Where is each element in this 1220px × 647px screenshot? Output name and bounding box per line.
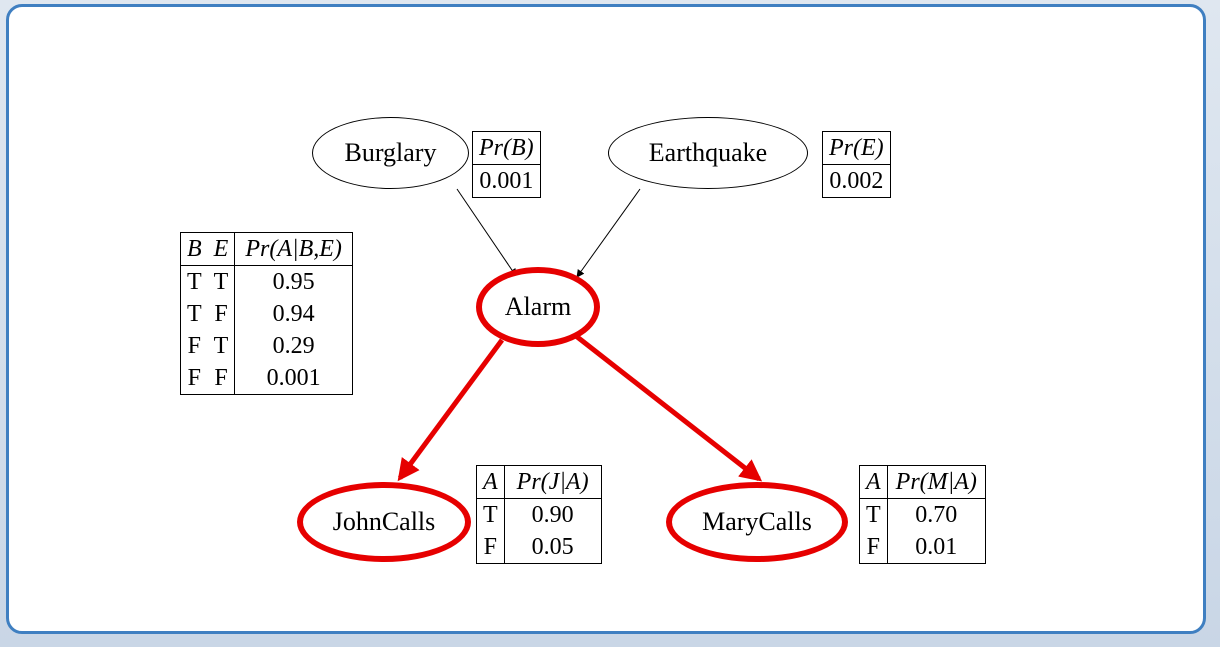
cpt-a-cell: F [187,365,202,391]
cpt-a-cell: F [187,333,202,359]
node-alarm: Alarm [476,267,600,347]
cpt-a-header-prob: Pr(A|B,E) [234,232,353,266]
cpt-alarm: B E Pr(A|B,E) T T 0.95 T F 0.94 F T 0.29… [180,232,353,395]
cpt-j-cell: 0.05 [531,534,574,560]
cpt-m-cell: T [859,498,888,531]
cpt-m-cell: 0.01 [915,534,958,560]
cpt-b-value: 0.001 [479,168,534,194]
cpt-e-header: Pr(E) [822,131,891,165]
cpt-a-header-e: E [207,232,236,266]
cpt-m-header-a: A [859,465,888,499]
cpt-m-cell: 0.70 [915,502,958,528]
cpt-burglary: Pr(B) 0.001 [472,131,541,198]
cpt-e-value: 0.002 [829,168,884,194]
cpt-m-header-prob: Pr(M|A) [887,465,986,499]
cpt-j-header-prob: Pr(J|A) [504,465,602,499]
node-marycalls: MaryCalls [666,482,848,562]
cpt-b-header: Pr(B) [472,131,541,165]
cpt-a-cell: F [207,298,236,330]
edge-alarm-johncalls [397,338,505,482]
node-burglary: Burglary [312,117,469,189]
cpt-a-cell: T [187,269,202,295]
edge-burglary-alarm [456,188,517,277]
cpt-a-cell: 0.29 [272,333,315,359]
cpt-a-cell: 0.001 [266,365,321,391]
cpt-a-header-b: B [180,232,208,266]
edge-alarm-marycalls [574,334,763,482]
cpt-johncalls: A Pr(J|A) T 0.90 F 0.05 [476,465,602,564]
cpt-j-cell: 0.90 [531,502,574,528]
cpt-a-cell: 0.94 [272,301,315,327]
cpt-m-cell: F [859,531,888,564]
node-earthquake: Earthquake [608,117,808,189]
cpt-j-cell: T [476,498,505,531]
cpt-a-cell: 0.95 [272,269,315,295]
cpt-a-cell: T [187,301,202,327]
edge-earthquake-alarm [576,188,641,278]
cpt-earthquake: Pr(E) 0.002 [822,131,891,198]
cpt-marycalls: A Pr(M|A) T 0.70 F 0.01 [859,465,986,564]
cpt-a-cell: T [207,330,236,362]
cpt-a-cell: F [207,362,236,395]
cpt-j-cell: F [476,531,505,564]
node-johncalls: JohnCalls [297,482,471,562]
cpt-a-cell: T [207,265,236,298]
cpt-j-header-a: A [476,465,505,499]
